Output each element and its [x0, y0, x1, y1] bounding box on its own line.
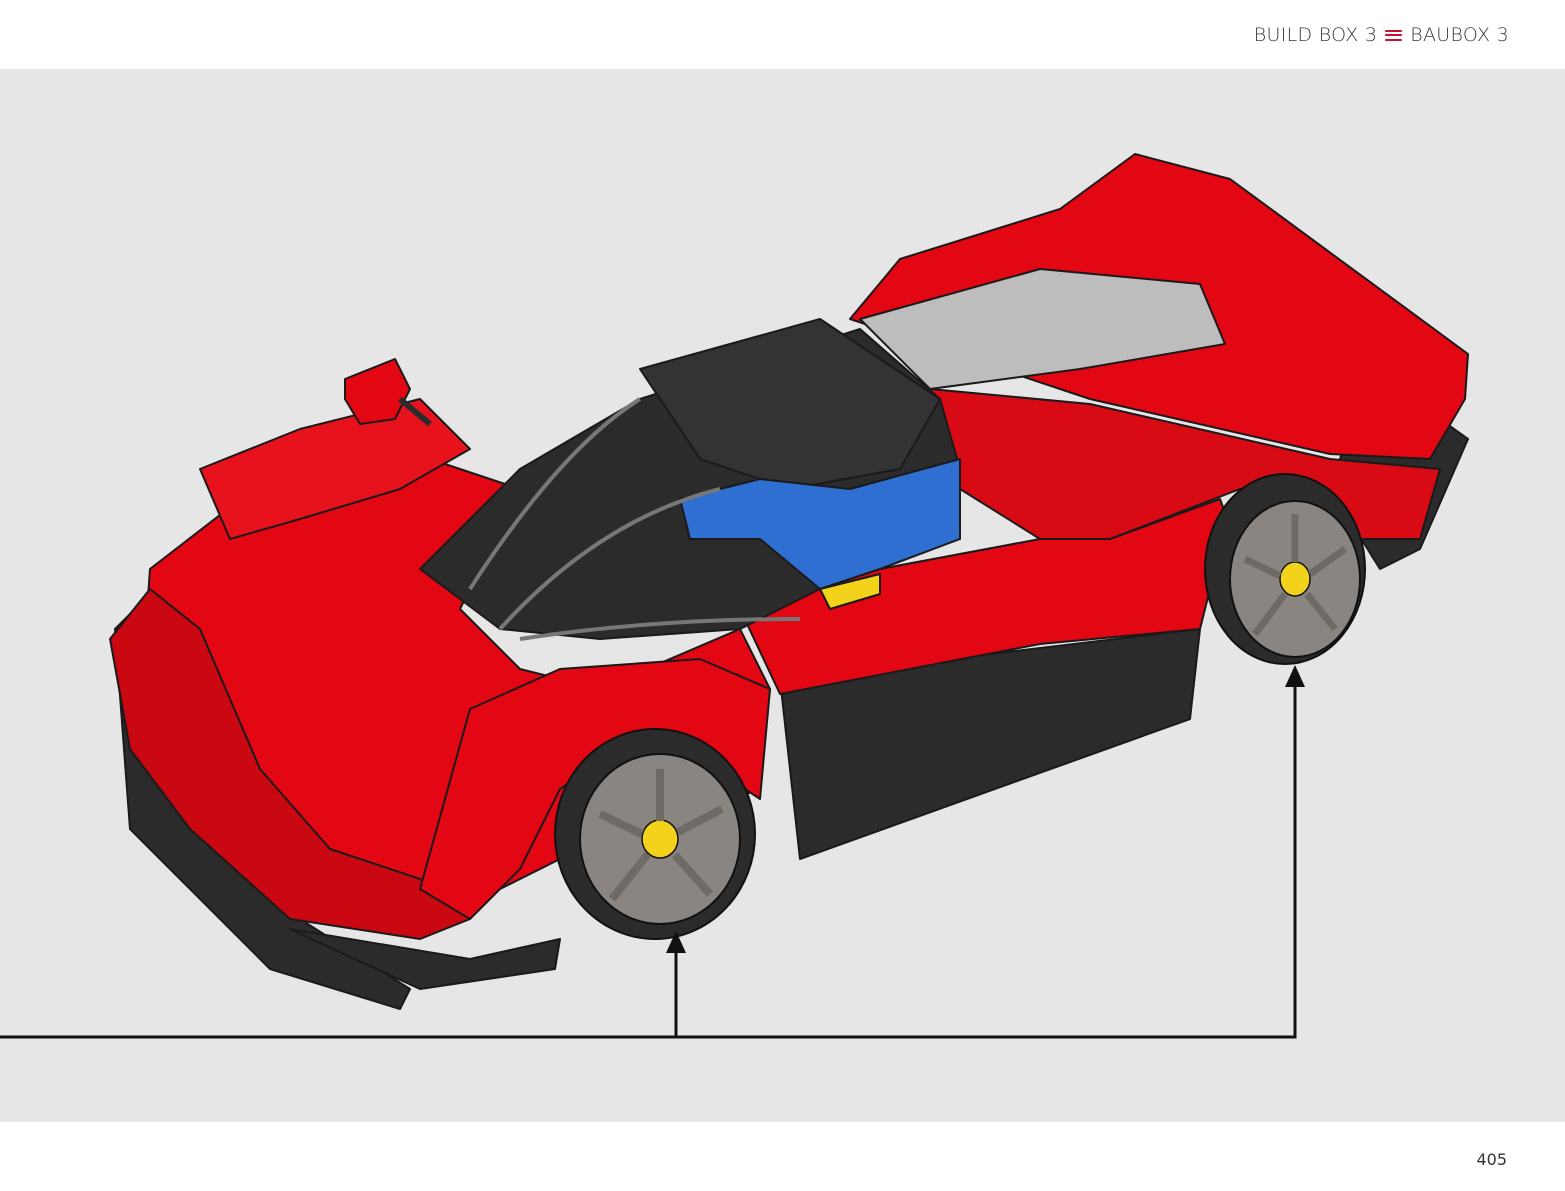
- callout-lines: [0, 681, 1297, 1039]
- baubox-text: BAUBOX 3: [1410, 24, 1509, 46]
- car-body-group: [109, 153, 1469, 1010]
- front-wheel: [554, 728, 756, 940]
- rear-wheel: [1204, 473, 1366, 665]
- separator-bars-icon: [1385, 29, 1403, 41]
- build-box-label: BUILD BOX 3 BAUBOX 3: [1254, 24, 1509, 46]
- page-header: BUILD BOX 3 BAUBOX 3: [0, 0, 1565, 69]
- arrow-up-icon: [666, 931, 686, 953]
- page-number: 405: [1476, 1150, 1507, 1169]
- build-box-text: BUILD BOX 3: [1253, 24, 1378, 46]
- page-footer: 405: [0, 1122, 1565, 1191]
- car-model-illustration: [0, 153, 1469, 1039]
- arrow-up-icon: [1285, 665, 1305, 687]
